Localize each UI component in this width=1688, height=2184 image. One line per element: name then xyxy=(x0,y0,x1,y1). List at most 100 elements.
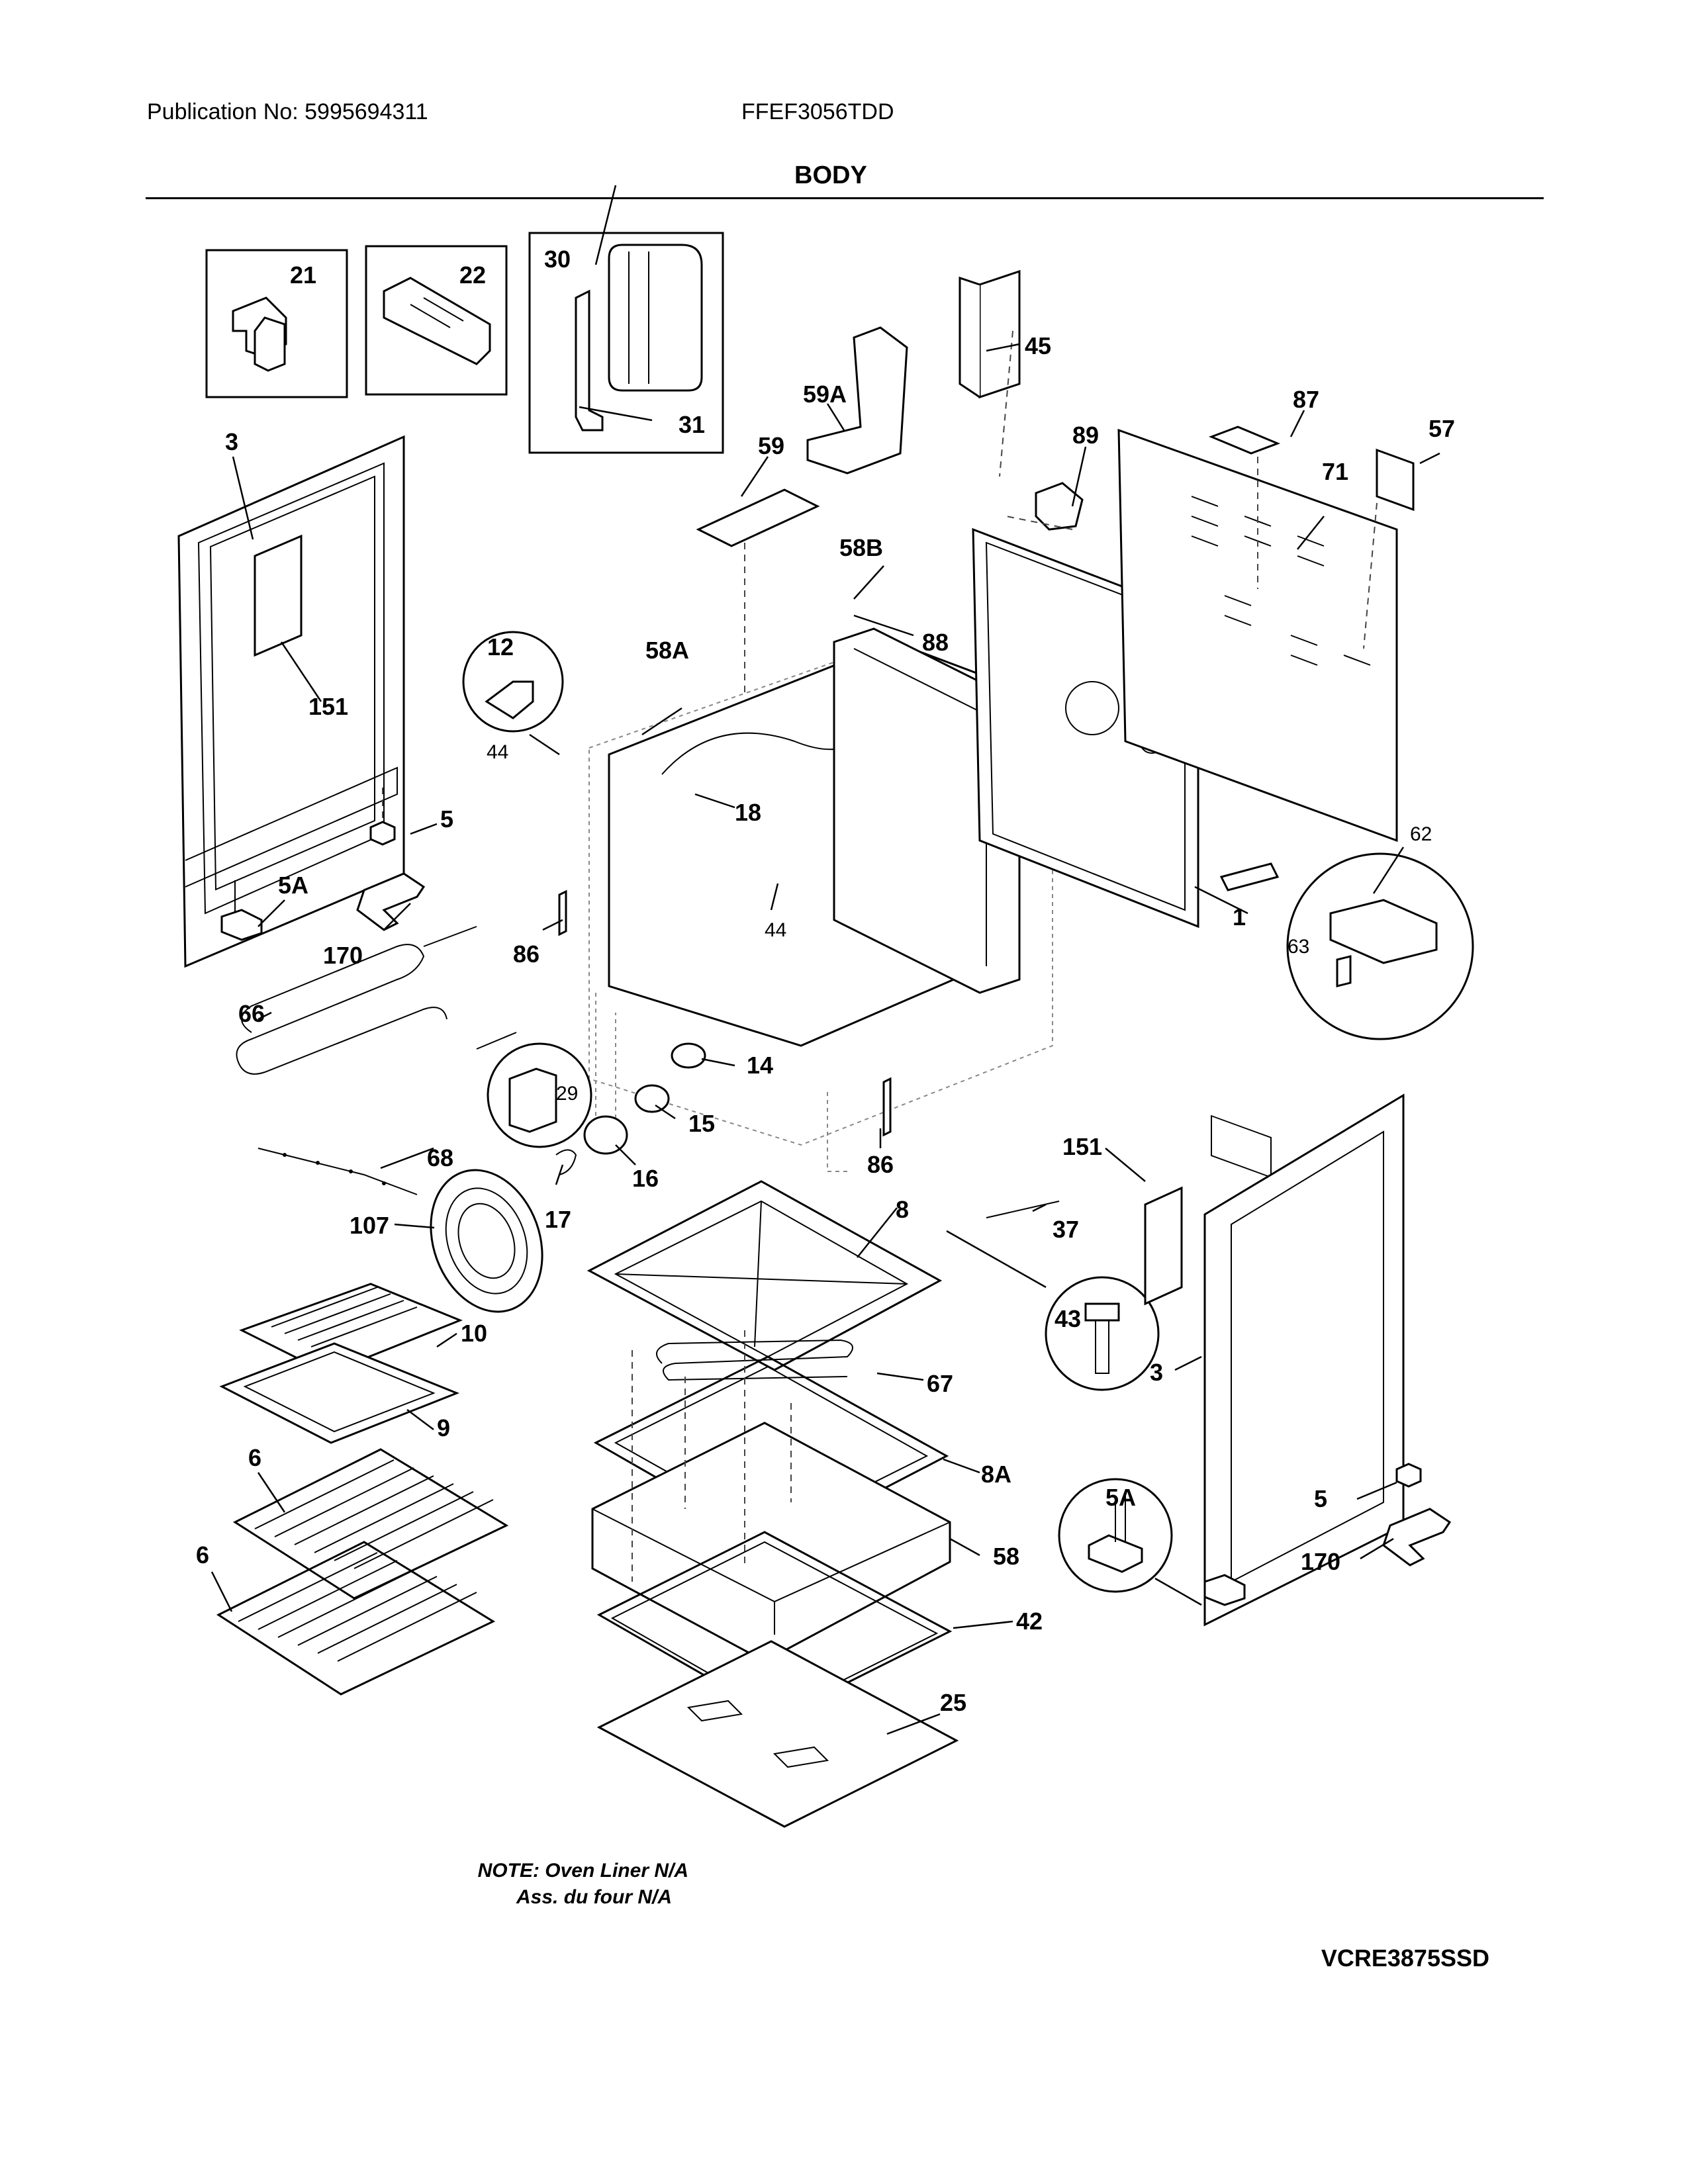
oven-bottom-8 xyxy=(586,1180,943,1371)
leveler-5a-right xyxy=(1203,1574,1246,1606)
header-divider xyxy=(146,197,1544,199)
leveler-5-left xyxy=(369,788,396,846)
bracket-86-right xyxy=(882,1077,892,1137)
callout-15: 15 xyxy=(688,1110,715,1137)
rear-cover-71 xyxy=(1117,428,1398,1179)
vent-duct-59a xyxy=(806,326,908,475)
callout-62: 62 xyxy=(1410,823,1432,845)
callout-58a: 58A xyxy=(645,637,689,664)
vent-duct-59 xyxy=(696,488,820,547)
lamp-socket-14 xyxy=(671,1042,706,1069)
inset-box-21 xyxy=(205,249,348,398)
callout-17: 17 xyxy=(545,1206,571,1233)
bake-element-67 xyxy=(656,1339,853,1381)
inset-box-22 xyxy=(365,245,508,396)
bracket-170-right xyxy=(1382,1508,1452,1567)
callout-107: 107 xyxy=(350,1212,389,1239)
section-title: BODY xyxy=(794,161,867,189)
bracket-86-left xyxy=(558,889,567,936)
inset-circle-12 xyxy=(462,631,564,733)
callout-43: 43 xyxy=(1055,1305,1081,1332)
callout-42: 42 xyxy=(1016,1608,1043,1635)
callout-9: 9 xyxy=(437,1414,450,1441)
broil-element-66 xyxy=(236,926,517,1075)
lens-16 xyxy=(583,1115,628,1155)
side-panel-left xyxy=(177,435,405,968)
callout-86-right: 86 xyxy=(867,1151,894,1178)
assembly-lines xyxy=(632,330,1378,1582)
side-panel-right xyxy=(1203,1093,1405,1627)
callout-66: 66 xyxy=(238,1000,265,1027)
wire-68 xyxy=(258,1148,418,1195)
callout-59: 59 xyxy=(758,432,784,459)
callout-5a-right: 5A xyxy=(1105,1484,1136,1511)
callout-8: 8 xyxy=(896,1196,909,1223)
callout-67: 67 xyxy=(927,1370,953,1397)
callout-5-right: 5 xyxy=(1314,1485,1327,1512)
callout-18: 18 xyxy=(735,799,761,826)
callout-10: 10 xyxy=(461,1320,487,1347)
diagram-code: VCRE3875SSD xyxy=(1321,1944,1489,1972)
callout-170-right: 170 xyxy=(1301,1548,1340,1575)
callout-88: 88 xyxy=(922,629,949,656)
leader-lines xyxy=(211,185,1440,1735)
callout-68: 68 xyxy=(427,1144,453,1171)
callout-71: 71 xyxy=(1322,458,1348,485)
callout-3-left: 3 xyxy=(225,428,238,455)
leveler-5a-left xyxy=(220,880,263,941)
model-number: FFEF3056TDD xyxy=(741,99,894,124)
inset-circle-29 xyxy=(487,1042,592,1148)
callout-87: 87 xyxy=(1293,386,1319,413)
callout-63: 63 xyxy=(1288,936,1309,958)
callout-25: 25 xyxy=(940,1689,966,1716)
plate-25 xyxy=(596,1640,959,1828)
bulb-15 xyxy=(634,1084,670,1113)
inset-circle-5a xyxy=(1058,1478,1173,1593)
oven-rack-lower xyxy=(216,1541,496,1696)
callout-31: 31 xyxy=(679,411,705,438)
insulation-58 xyxy=(591,1422,951,1662)
callout-22: 22 xyxy=(459,261,486,289)
cover-plate-57 xyxy=(1376,448,1415,512)
callout-59a: 59A xyxy=(803,381,847,408)
callout-37: 37 xyxy=(1053,1216,1079,1243)
bracket-87 xyxy=(1208,426,1281,455)
leveler-5-right xyxy=(1395,1463,1422,1488)
callout-45: 45 xyxy=(1025,332,1051,359)
inset-circle-62 xyxy=(1286,852,1474,1040)
callout-14: 14 xyxy=(747,1052,773,1079)
clip-17 xyxy=(555,1149,577,1175)
callout-8a: 8A xyxy=(981,1461,1011,1488)
inset-circle-43 xyxy=(1045,1276,1160,1391)
callout-151-right: 151 xyxy=(1062,1133,1102,1160)
callout-89: 89 xyxy=(1072,422,1099,449)
vent-duct-45 xyxy=(959,269,1021,399)
callout-57: 57 xyxy=(1429,415,1455,442)
bracket-89 xyxy=(1035,482,1084,531)
callout-86-left: 86 xyxy=(513,940,539,968)
callout-29: 29 xyxy=(556,1083,578,1105)
callout-3-right: 3 xyxy=(1150,1359,1163,1386)
callout-labels: 21 22 30 31 3 151 45 59A 59 87 57 89 71 … xyxy=(196,246,1455,1716)
insulation-58b xyxy=(833,627,1021,994)
callout-5-left: 5 xyxy=(440,805,453,833)
fan-cover-107 xyxy=(430,1169,543,1313)
callout-58: 58 xyxy=(993,1543,1019,1570)
bracket-151-right xyxy=(1144,1186,1183,1306)
terminal-block-62 xyxy=(1219,862,1280,891)
publication-number: Publication No: 5995694311 xyxy=(147,99,428,124)
note-line-1: NOTE: Oven Liner N/A xyxy=(477,1860,688,1882)
callout-1: 1 xyxy=(1233,903,1246,931)
callout-44-upper: 44 xyxy=(487,741,508,763)
wire-37 xyxy=(986,1201,1060,1218)
oven-rack-upper xyxy=(232,1448,509,1600)
callout-30: 30 xyxy=(544,246,571,273)
callout-6-lower: 6 xyxy=(196,1541,209,1569)
callout-6-upper: 6 xyxy=(248,1444,261,1471)
broiler-pan-9 xyxy=(219,1342,460,1444)
callout-12: 12 xyxy=(487,633,514,660)
callout-16: 16 xyxy=(632,1165,659,1192)
callout-21: 21 xyxy=(290,261,316,289)
callout-44-lower: 44 xyxy=(765,919,786,941)
